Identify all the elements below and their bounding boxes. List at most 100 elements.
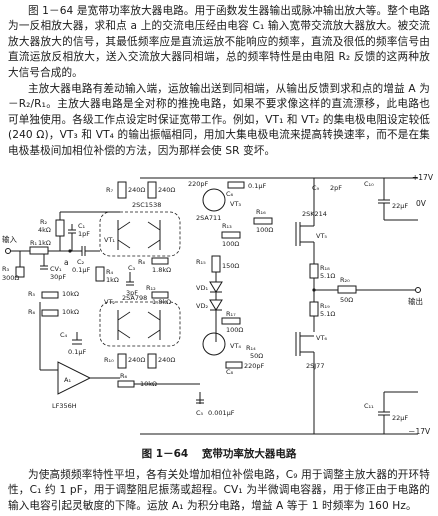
- diode-vd1: VD₁: [196, 281, 223, 293]
- svg-text:R₆: R₆: [28, 308, 36, 316]
- svg-text:VD₂: VD₂: [196, 302, 208, 310]
- svg-text:输出: 输出: [408, 296, 423, 306]
- svg-text:C₃: C₃: [128, 264, 136, 272]
- svg-text:0.001μF: 0.001μF: [208, 409, 235, 417]
- svg-text:C₈: C₈: [226, 368, 234, 376]
- svg-text:10kΩ: 10kΩ: [62, 290, 79, 298]
- svg-text:2pF: 2pF: [330, 184, 342, 192]
- svg-text:CV₁: CV₁: [50, 265, 62, 273]
- svg-text:VT₆: VT₆: [316, 334, 327, 342]
- transistor-vt1: VT₁ 2SC1538: [99, 201, 181, 257]
- svg-text:3pF: 3pF: [126, 289, 138, 297]
- svg-text:0.1μF: 0.1μF: [248, 182, 266, 190]
- svg-text:R₂: R₂: [40, 218, 48, 226]
- svg-text:R₂₀: R₂₀: [340, 276, 350, 284]
- svg-text:R₁: R₁: [30, 239, 38, 247]
- svg-text:100Ω: 100Ω: [226, 326, 243, 334]
- svg-text:240Ω: 240Ω: [158, 186, 175, 194]
- svg-text:0.1μF: 0.1μF: [72, 266, 90, 274]
- zero-volt-label: 0V: [416, 199, 427, 208]
- svg-text:R₁₇: R₁₇: [226, 310, 236, 318]
- circuit-schematic: 输入 R₁ 1kΩ a R₂ 4kΩ C₁ 1pF R₃ 300Ω CV₁ 30…: [2, 173, 434, 436]
- svg-text:C₁₀: C₁₀: [364, 180, 374, 188]
- svg-text:50Ω: 50Ω: [340, 296, 353, 304]
- figure-number: 图 1－64: [141, 448, 189, 460]
- svg-text:R₁₄: R₁₄: [246, 344, 256, 352]
- svg-text:100Ω: 100Ω: [256, 226, 273, 234]
- svg-text:R₁₂: R₁₂: [146, 284, 156, 292]
- svg-text:240Ω: 240Ω: [158, 356, 175, 364]
- svg-text:R₄: R₄: [106, 268, 114, 276]
- svg-text:VD₁: VD₁: [196, 284, 208, 292]
- svg-text:2SC1538: 2SC1538: [132, 201, 161, 209]
- svg-text:22μF: 22μF: [392, 414, 408, 422]
- svg-text:1.8kΩ: 1.8kΩ: [152, 266, 171, 274]
- vneg-label: －17V: [408, 427, 431, 436]
- svg-text:VT₅: VT₅: [316, 232, 327, 240]
- svg-text:C₁: C₁: [78, 222, 86, 230]
- svg-text:C₄: C₄: [60, 331, 68, 339]
- svg-text:1.8kΩ: 1.8kΩ: [152, 298, 171, 306]
- svg-text:2SA798: 2SA798: [122, 294, 147, 302]
- diode-vd2: VD₂: [196, 299, 223, 311]
- svg-text:a: a: [64, 258, 69, 267]
- svg-text:240Ω: 240Ω: [128, 186, 145, 194]
- svg-text:C₅: C₅: [196, 409, 204, 417]
- svg-text:220pF: 220pF: [188, 180, 209, 188]
- compensation-paragraph: 为使高频频率特性平坦，各有关处增加相位补偿电路，C₉ 用于调整主放大器的开环特性…: [8, 469, 430, 512]
- svg-text:0.1μF: 0.1μF: [68, 348, 86, 356]
- svg-text:100Ω: 100Ω: [222, 240, 239, 248]
- c10-capacitor: C₁₀ 22μF: [364, 178, 408, 220]
- main-amplifier-paragraph: 主放大器电路有差动输入端，运放输出送到同相端，从输出反馈到求和点的增益 A 为－…: [8, 83, 430, 157]
- svg-text:1kΩ: 1kΩ: [38, 239, 51, 247]
- svg-text:R₁₉: R₁₉: [320, 302, 330, 310]
- r1-resistor: [29, 246, 49, 255]
- input-label: 输入: [2, 234, 17, 244]
- svg-text:220pF: 220pF: [244, 362, 265, 370]
- svg-text:R₁₃: R₁₃: [222, 222, 232, 230]
- svg-text:R₈: R₈: [138, 258, 146, 266]
- svg-text:R₆: R₆: [120, 372, 128, 380]
- svg-text:1kΩ: 1kΩ: [106, 276, 119, 284]
- svg-text:22μF: 22μF: [392, 202, 408, 210]
- svg-text:150Ω: 150Ω: [222, 262, 239, 270]
- svg-text:50Ω: 50Ω: [250, 352, 263, 360]
- output-terminal: 输出: [408, 287, 423, 306]
- svg-text:A₁: A₁: [64, 376, 71, 384]
- fet-vt5: 2SK214 VT₅: [295, 210, 327, 246]
- svg-text:VT₁: VT₁: [104, 236, 115, 244]
- figure-title: 宽带功率放大器电路: [201, 448, 297, 460]
- op-amp-a1: A₁ LF356H: [52, 361, 92, 410]
- svg-text:VT₂: VT₂: [104, 298, 115, 306]
- svg-text:C₂: C₂: [77, 258, 85, 266]
- svg-text:VT₃: VT₃: [230, 200, 241, 208]
- svg-text:R₅: R₅: [28, 290, 36, 298]
- transistor-vt2: VT₂ 2SA798: [99, 294, 181, 347]
- intro-paragraph: 图 1－64 是宽带功率放大器电路。用于函数发生器输出或脉冲输出放大等。整个电路…: [8, 5, 430, 79]
- svg-text:R₇: R₇: [106, 186, 114, 194]
- svg-text:2SA711: 2SA711: [196, 214, 221, 222]
- svg-text:C₆: C₆: [226, 190, 234, 198]
- svg-text:4kΩ: 4kΩ: [38, 226, 51, 234]
- svg-text:VT₄: VT₄: [230, 342, 241, 350]
- svg-text:C₁₁: C₁₁: [364, 402, 374, 410]
- svg-text:C₉: C₉: [312, 184, 320, 192]
- transistor-vt3: VT₃ 2SA711: [196, 188, 241, 222]
- svg-text:R₁₈: R₁₈: [320, 264, 330, 272]
- svg-text:R₁₀: R₁₀: [104, 356, 114, 364]
- svg-text:R₁₆: R₁₆: [256, 208, 266, 216]
- svg-text:30pF: 30pF: [50, 273, 66, 281]
- fet-vt6: VT₆ 2SJ77: [295, 332, 327, 370]
- c11-capacitor: C₁₁ 22μF: [364, 392, 408, 434]
- r2-resistor: [55, 219, 65, 237]
- svg-text:R₃: R₃: [2, 265, 10, 273]
- svg-text:300Ω: 300Ω: [2, 274, 19, 282]
- transistor-vt4: VT₄: [202, 332, 241, 356]
- svg-text:2SJ77: 2SJ77: [306, 362, 324, 370]
- svg-text:10kΩ: 10kΩ: [62, 308, 79, 316]
- svg-text:1pF: 1pF: [78, 230, 90, 238]
- svg-text:5.1Ω: 5.1Ω: [320, 272, 335, 280]
- svg-text:5.1Ω: 5.1Ω: [320, 310, 335, 318]
- svg-text:240Ω: 240Ω: [128, 356, 145, 364]
- figure-caption: 图 1－64 宽带功率放大器电路: [0, 446, 438, 461]
